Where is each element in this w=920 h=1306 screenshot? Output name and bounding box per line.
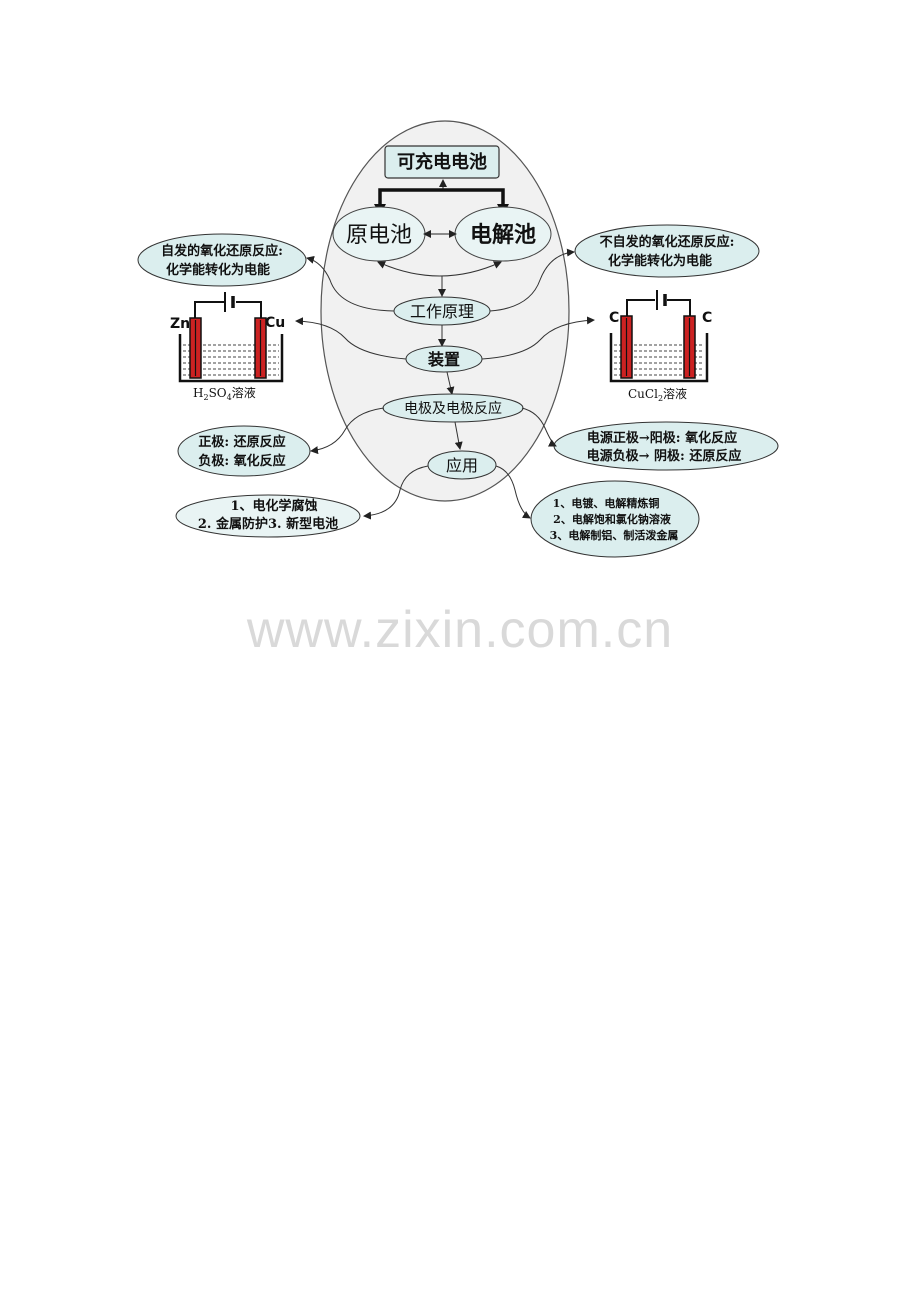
application-node [427,450,497,480]
watermark-text: www.zixin.com.cn [246,601,674,659]
rechargeable-battery-box [384,145,500,179]
application-label: 应用 [446,456,478,475]
right-solution-label: CuCl2溶液 [628,386,687,403]
left-application-line-2: 2. 金属防护3. 新型电池 [198,516,338,532]
galvanic-cell-label: 原电池 [346,223,412,248]
left-solution-label: H2SO4溶液 [193,385,256,402]
left-principle-line-2: 化学能转化为电能 [166,262,270,278]
bracket-arrow [378,188,505,212]
left-electrode-cu: Cu [265,315,285,331]
left-principle-bubble [137,233,307,287]
electrolytic-cell-label: 电解池 [470,222,536,248]
right-electrode-c-left: C [609,310,619,326]
right-application-line-1: 1、电镀、电解精炼铜 [553,496,660,510]
left-application-bubble [175,494,361,538]
left-application-line-1: 1、电化学腐蚀 [230,498,317,514]
left-electrode-line-2: 负极: 氧化反应 [198,453,285,469]
left-electrode-line-1: 正极: 还原反应 [198,434,285,450]
left-electrode-bubble [177,425,311,477]
right-electrode-line-2: 电源负极→ 阴极: 还原反应 [587,448,742,464]
device-label: 装置 [427,350,460,369]
right-electrode-c-right: C [702,310,712,326]
electrode-label: 电极及电极反应 [404,400,502,417]
principle-label: 工作原理 [410,302,474,321]
right-application-line-2: 2、电解饱和氯化钠溶液 [553,512,672,526]
right-electrode-line-1: 电源正极→阳极: 氧化反应 [587,430,737,446]
right-application-bubble [530,480,700,558]
left-electrode-zn: Zn [170,316,190,332]
right-application-line-3: 3、电解制铝、制活泼金属 [550,528,679,542]
right-principle-line-2: 化学能转化为电能 [608,253,712,269]
galvanic-cell-illustration [178,292,284,383]
right-principle-line-1: 不自发的氧化还原反应: [600,234,735,250]
right-principle-bubble [574,224,760,278]
left-principle-line-1: 自发的氧化还原反应: [161,243,283,259]
rechargeable-battery-label: 可充电电池 [397,151,487,173]
electrolytic-cell-illustration [609,290,709,383]
